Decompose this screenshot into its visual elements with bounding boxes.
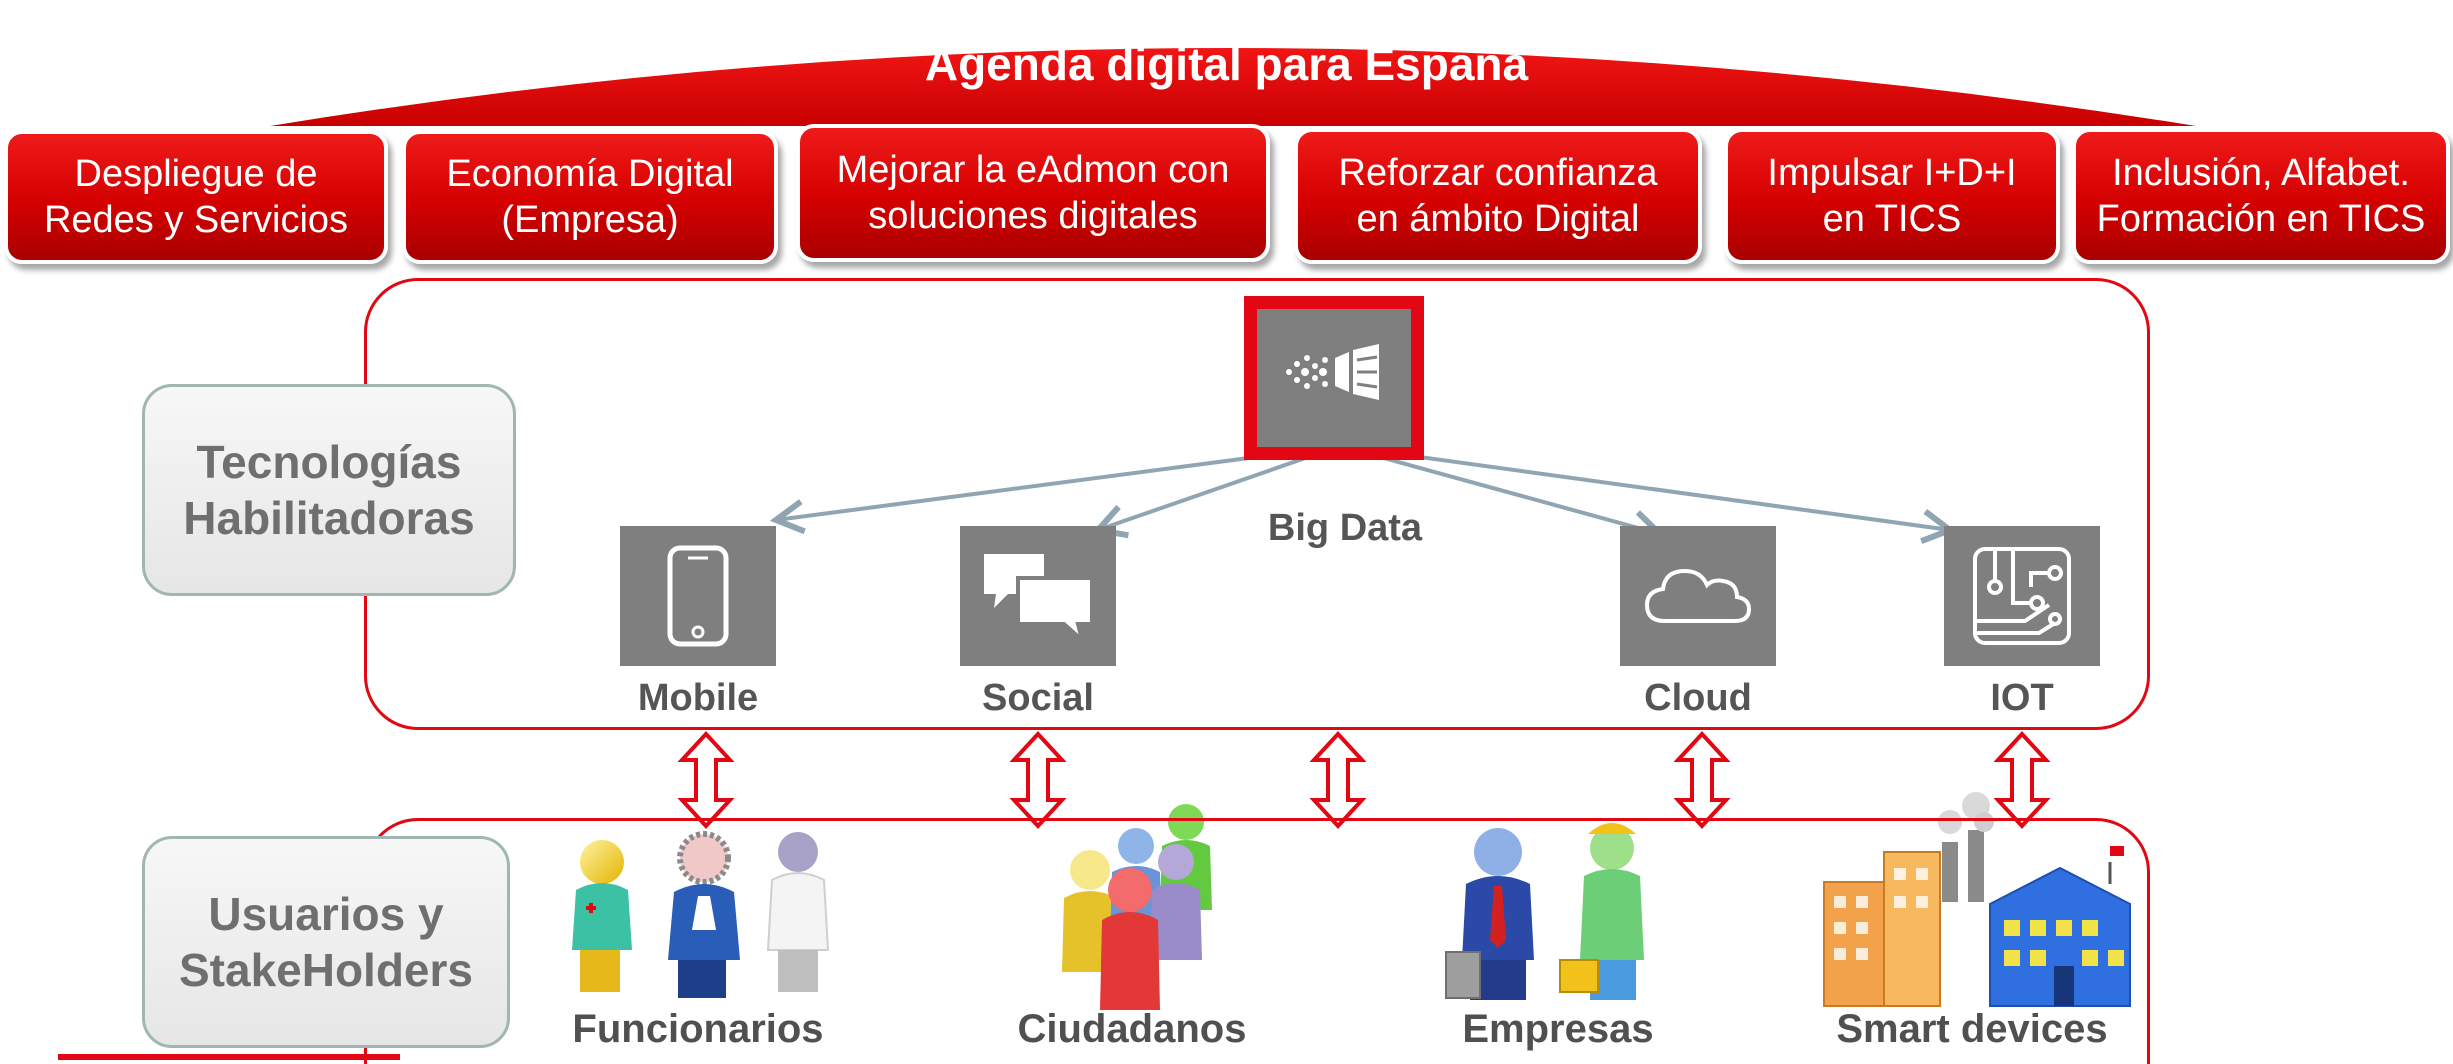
stakeholder-funcionarios-label: Funcionarios: [572, 1007, 824, 1051]
banner-arc: [270, 48, 2196, 126]
double-arrow-icon: [1009, 731, 1067, 829]
chat-bubbles-icon: [960, 526, 1116, 666]
cloud-icon: [1620, 526, 1776, 666]
pillar-redes-servicios: Despliegue de Redes y Servicios: [4, 130, 388, 264]
layer-label-stakeholders: Usuarios y StakeHolders: [142, 836, 510, 1048]
civil-servants-icon: [572, 831, 830, 998]
stakeholder-ciudadanos-label: Ciudadanos: [1017, 1007, 1247, 1051]
double-arrow-icon: [1309, 731, 1367, 829]
layer-link-arrows: [677, 731, 2051, 829]
big-data-tile: [1244, 296, 1424, 460]
double-arrow-icon: [677, 731, 735, 829]
layer-label-technologies: Tecnologías Habilitadoras: [142, 384, 516, 596]
smart-city-icon: [1823, 792, 2131, 1007]
banner-title: Agenda digital para España: [924, 38, 1529, 90]
bottom-rule: [58, 1054, 400, 1060]
pillar-inclusion-formacion: Inclusión, Alfabet. Formación en TICS: [2072, 128, 2450, 264]
connector-cloud: [1339, 444, 1660, 534]
double-arrow-icon: [1993, 731, 2051, 829]
pillar-idi-tics: Impulsar I+D+I en TICS: [1724, 128, 2060, 264]
big-data-icon: [1257, 309, 1411, 447]
double-arrow-icon: [1673, 731, 1731, 829]
social-label: Social: [982, 677, 1094, 719]
pillar-eadmon: Mejorar la eAdmon con soluciones digital…: [796, 124, 1270, 262]
mobile-phone-icon: [620, 526, 776, 666]
citizens-group-icon: [1062, 804, 1212, 1010]
pillar-confianza-digital: Reforzar confianza en ámbito Digital: [1294, 128, 1702, 264]
mobile-label: Mobile: [637, 677, 759, 719]
iot-label: IOT: [1990, 677, 2054, 719]
stakeholder-smart-devices-label: Smart devices: [1836, 1007, 2108, 1051]
pillar-economia-digital: Economía Digital (Empresa): [402, 130, 778, 264]
cloud-label: Cloud: [1644, 677, 1752, 719]
business-people-icon: [1445, 823, 1644, 1000]
big-data-label: Big Data: [1267, 507, 1423, 549]
circuit-board-icon: [1944, 526, 2100, 666]
connector-iot: [1339, 444, 1950, 530]
connector-social: [1098, 444, 1341, 530]
stakeholder-empresas-label: Empresas: [1462, 1007, 1654, 1051]
